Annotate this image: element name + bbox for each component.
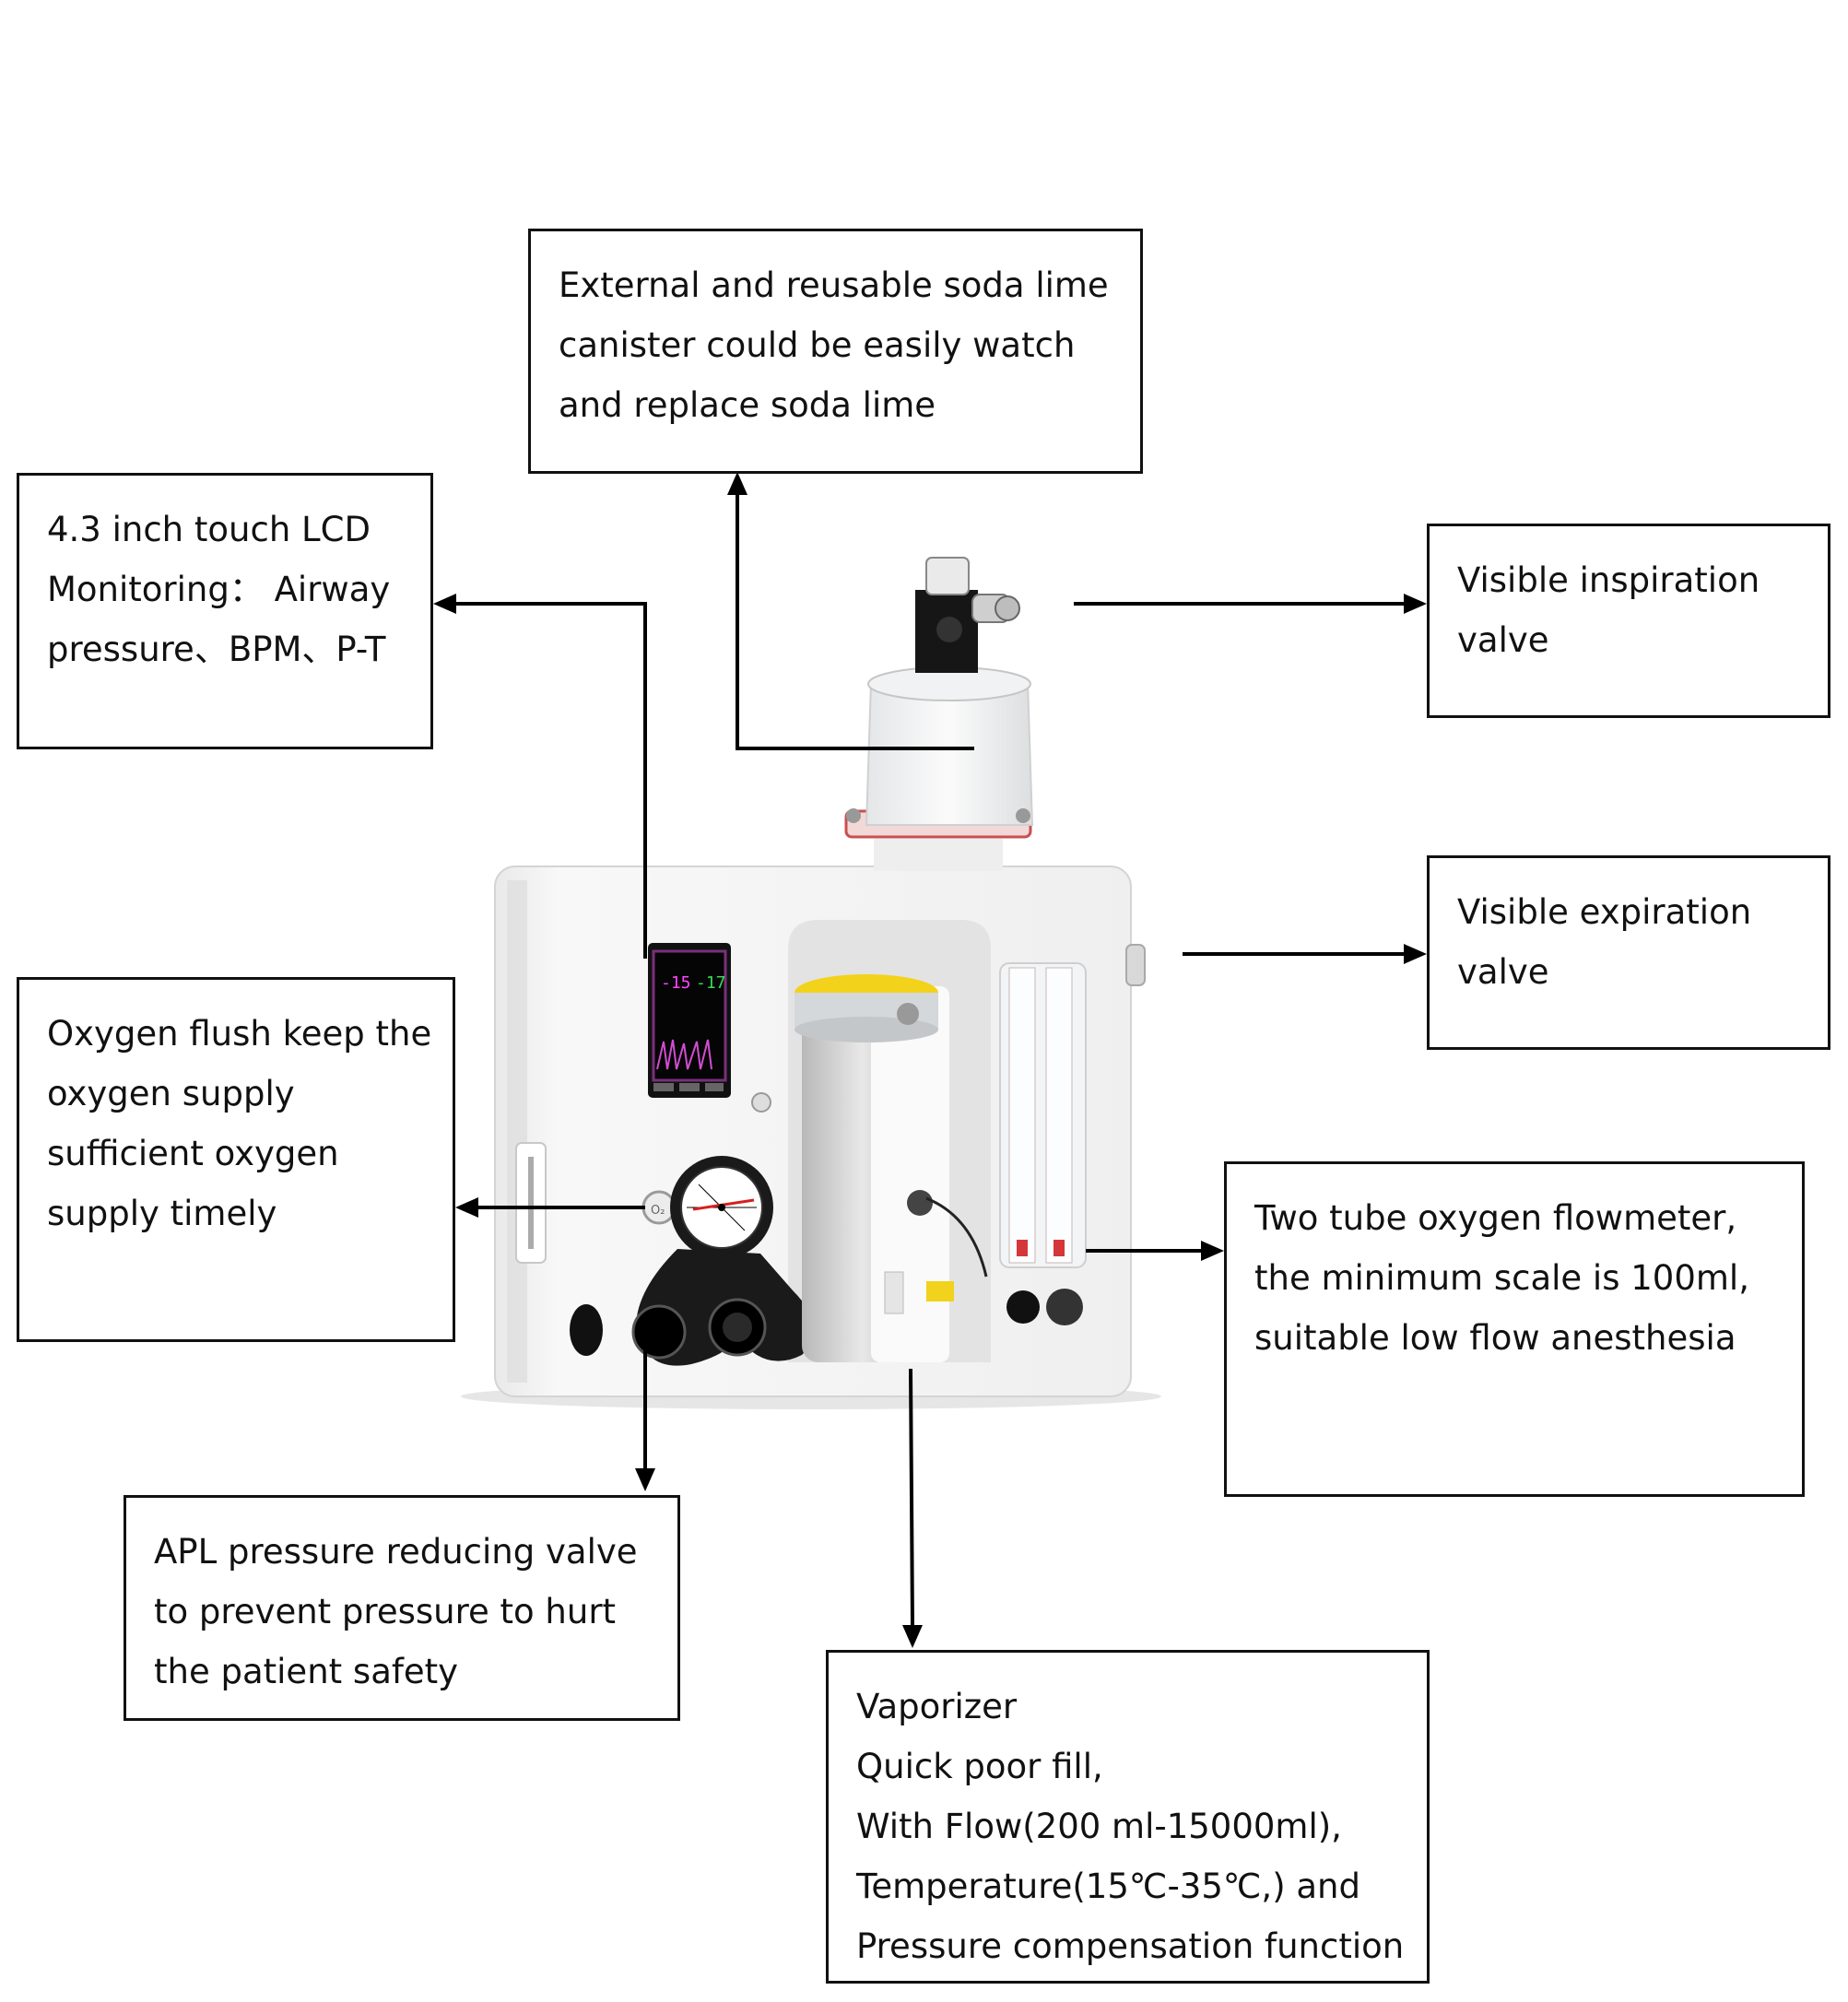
callout-flowmeter: Two tube oxygen flowmeter, the minimum s… — [1224, 1161, 1805, 1497]
callout-expiration-valve: Visible expiration valve — [1427, 855, 1830, 1050]
connector-soda-lime — [736, 489, 974, 750]
screen-right-value: -17 — [696, 973, 726, 993]
callout-soda-lime: External and reusable soda lime canister… — [528, 229, 1143, 474]
lcd-screen: -15 -17 — [648, 943, 731, 1098]
callout-line: Pressure compensation function — [856, 1926, 1405, 1966]
screen-frame — [652, 949, 727, 1082]
callout-line: the minimum scale is 100ml, — [1254, 1258, 1749, 1298]
callout-oxygen-flush: Oxygen flush keep the oxygen supply suff… — [17, 977, 455, 1342]
flowmeter — [999, 962, 1087, 1325]
callout-line: oxygen supply — [47, 1074, 295, 1113]
pressure-gauge-panel — [631, 1156, 814, 1366]
arrow-oxygen-flush — [455, 1197, 478, 1218]
callout-line: and replace soda lime — [559, 385, 936, 425]
callout-line: Two tube oxygen flowmeter, — [1254, 1198, 1737, 1238]
arrow-apl — [635, 1468, 655, 1491]
screen-left-value: -15 — [661, 973, 691, 993]
callout-vaporizer: Vaporizer Quick poor fill, With Flow(200… — [826, 1650, 1430, 1984]
callout-line: sufficient oxygen — [47, 1134, 339, 1173]
arrow-expiration — [1404, 944, 1427, 964]
callout-apl-valve: APL pressure reducing valve to prevent p… — [124, 1495, 680, 1721]
callout-line: Monitoring： Airway — [47, 570, 391, 609]
callout-line: valve — [1457, 952, 1549, 992]
callout-line: canister could be easily watch — [559, 325, 1076, 365]
callout-line: 4.3 inch touch LCD — [47, 510, 371, 549]
callout-line: External and reusable soda lime — [559, 265, 1109, 305]
callout-line: Visible inspiration — [1457, 560, 1760, 600]
callout-line: With Flow(200 ml-15000ml), — [856, 1807, 1342, 1846]
callout-line: the patient safety — [154, 1652, 459, 1691]
oxygen-flush-button: O₂ — [642, 1190, 677, 1225]
callout-line: supply timely — [47, 1194, 277, 1233]
svg-text:O₂: O₂ — [651, 1204, 665, 1218]
callout-line: pressure、BPM、P-T — [47, 630, 386, 669]
callout-line: to prevent pressure to hurt — [154, 1592, 617, 1631]
arrow-inspiration — [1404, 594, 1427, 614]
arrow-lcd — [433, 594, 456, 614]
callout-line: suitable low flow anesthesia — [1254, 1318, 1736, 1358]
vaporizer — [795, 974, 988, 1362]
callout-line: Oxygen flush keep the — [47, 1014, 432, 1054]
callout-line: Temperature(15℃-35℃,) and — [856, 1867, 1360, 1906]
connectors — [433, 472, 1427, 1648]
small-knob — [751, 1092, 771, 1113]
arrow-vaporizer — [902, 1625, 923, 1648]
lower-left-port — [570, 1304, 603, 1356]
inspiration-valve — [915, 557, 1020, 673]
callout-line: Visible expiration — [1457, 892, 1752, 932]
callout-line: Vaporizer — [856, 1687, 1018, 1726]
soda-lime-canister — [844, 666, 1034, 871]
callout-lcd: 4.3 inch touch LCD Monitoring： Airway pr… — [17, 473, 433, 749]
connector-lcd — [452, 602, 647, 959]
connector-vaporizer — [909, 1368, 914, 1628]
callout-line: Quick poor fill, — [856, 1747, 1103, 1786]
arrow-soda-lime — [727, 472, 747, 495]
arrow-flowmeter — [1201, 1241, 1224, 1261]
callout-inspiration-valve: Visible inspiration valve — [1427, 524, 1830, 718]
callout-line: APL pressure reducing valve — [154, 1532, 638, 1572]
callout-line: valve — [1457, 620, 1549, 660]
